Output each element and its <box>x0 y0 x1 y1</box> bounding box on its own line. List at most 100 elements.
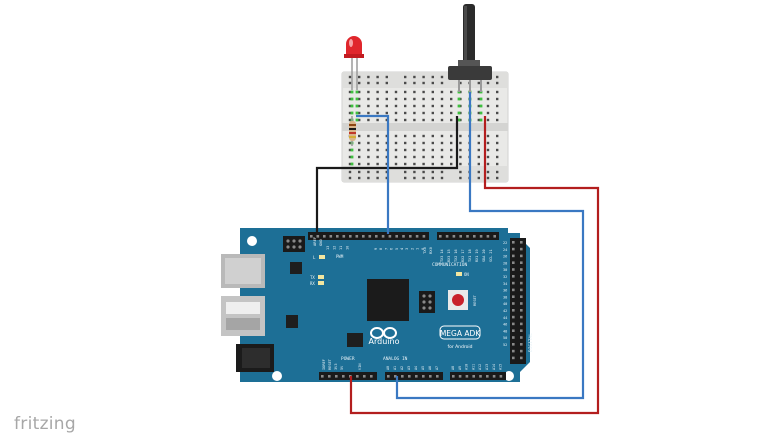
analog-pin-label: A14 <box>492 364 496 370</box>
connected-hole <box>355 118 359 122</box>
header-pin <box>520 261 523 264</box>
breadboard-hole <box>496 104 499 108</box>
breadboard-hole <box>496 155 499 159</box>
breadboard-hole <box>459 111 462 115</box>
breadboard-hole <box>486 134 490 138</box>
breadboard-hole <box>450 118 453 122</box>
header-pin <box>429 375 432 378</box>
breadboard-hole <box>486 90 490 94</box>
pwm-pin-label: 2 <box>410 248 414 250</box>
header-pin <box>452 375 455 378</box>
header-pin <box>310 235 313 238</box>
breadboard-hole <box>413 148 416 152</box>
breadboard-hole <box>367 111 370 115</box>
analog-pin-label: A9 <box>458 366 462 370</box>
breadboard-hole <box>450 148 453 152</box>
pwm-pin-label: 7 <box>384 248 388 250</box>
breadboard-hole <box>422 81 425 85</box>
connected-hole <box>479 104 483 108</box>
breadboard-hole <box>440 90 444 94</box>
header-pin <box>321 375 324 378</box>
breadboard-hole <box>413 134 416 138</box>
breadboard-hole <box>459 118 462 122</box>
header-pin <box>512 322 515 326</box>
header-pin <box>520 295 523 298</box>
header-pin <box>356 375 359 378</box>
connected-hole <box>355 97 359 101</box>
breadboard-hole <box>367 176 370 180</box>
breadboard-hole <box>348 104 352 108</box>
connected-hole <box>350 148 354 152</box>
breadboard-hole <box>385 75 388 79</box>
header-pin <box>520 275 523 278</box>
breadboard-hole <box>459 162 462 166</box>
header-pin <box>512 343 515 346</box>
header-pin <box>512 295 515 298</box>
breadboard-hole <box>376 170 379 174</box>
header-pin <box>520 322 523 326</box>
breadboard-hole <box>413 170 416 174</box>
breadboard <box>341 71 509 183</box>
breadboard-hole <box>367 75 370 79</box>
analog-in-label: ANALOG IN <box>383 356 408 362</box>
header-pin <box>355 235 359 238</box>
breadboard-hole <box>413 81 416 85</box>
breadboard-hole <box>413 90 416 94</box>
icsp-header-2 <box>419 291 435 313</box>
blue-potentiometer-wire <box>395 92 585 400</box>
analog-pin-label: A4 <box>414 366 418 370</box>
breadboard-hole <box>459 170 462 174</box>
breadboard-hole <box>358 97 361 101</box>
breadboard-hole <box>404 104 407 108</box>
header-pin <box>473 235 476 238</box>
header-pin <box>499 375 503 378</box>
breadboard-hole <box>376 118 379 122</box>
breadboard-hole <box>358 111 361 115</box>
breadboard-hole <box>404 141 407 145</box>
header-pin <box>520 241 523 244</box>
header-pin <box>512 261 515 264</box>
communication-pin-label: TX2 16 <box>454 249 458 262</box>
breadboard-hole <box>431 75 434 79</box>
rx0-label: RX0 <box>428 246 433 254</box>
header-pin <box>436 375 439 378</box>
microcontroller-chip <box>367 279 409 321</box>
breadboard-hole <box>422 176 425 180</box>
breadboard-hole <box>459 104 462 108</box>
breadboard-hole <box>422 148 425 152</box>
breadboard-hole <box>385 170 388 174</box>
header-pin <box>381 235 385 238</box>
digital-pin-label: 38 <box>503 295 507 299</box>
breadboard-hole <box>431 176 434 180</box>
connected-hole <box>350 104 354 108</box>
breadboard-hole <box>348 162 352 166</box>
breadboard-hole <box>477 176 480 180</box>
header-pin <box>452 235 456 238</box>
digital-pin-label: 22 <box>503 241 507 245</box>
breadboard-hole <box>496 176 499 180</box>
breadboard-hole <box>431 155 434 159</box>
breadboard-hole <box>486 162 490 166</box>
breadboard-hole <box>376 75 379 79</box>
analog-pin-label: A3 <box>407 366 411 370</box>
breadboard-hole <box>358 141 361 145</box>
breadboard-hole <box>413 111 416 115</box>
breadboard-hole <box>385 90 388 94</box>
breadboard-hole <box>486 155 490 159</box>
breadboard-hole <box>496 148 499 152</box>
breadboard-hole <box>376 155 379 159</box>
breadboard-hole <box>367 90 370 94</box>
header-pin <box>316 235 320 238</box>
breadboard-hole <box>422 104 425 108</box>
breadboard-hole <box>376 148 379 152</box>
header-pin <box>349 235 352 238</box>
breadboard-hole <box>431 90 434 94</box>
header-pin <box>512 247 515 251</box>
connected-hole <box>350 90 354 94</box>
breadboard-hole <box>450 90 453 94</box>
breadboard-hole <box>348 148 352 152</box>
digital-label: DIGITAL <box>528 333 534 352</box>
breadboard-hole <box>348 90 352 94</box>
breadboard-hole <box>496 97 499 101</box>
